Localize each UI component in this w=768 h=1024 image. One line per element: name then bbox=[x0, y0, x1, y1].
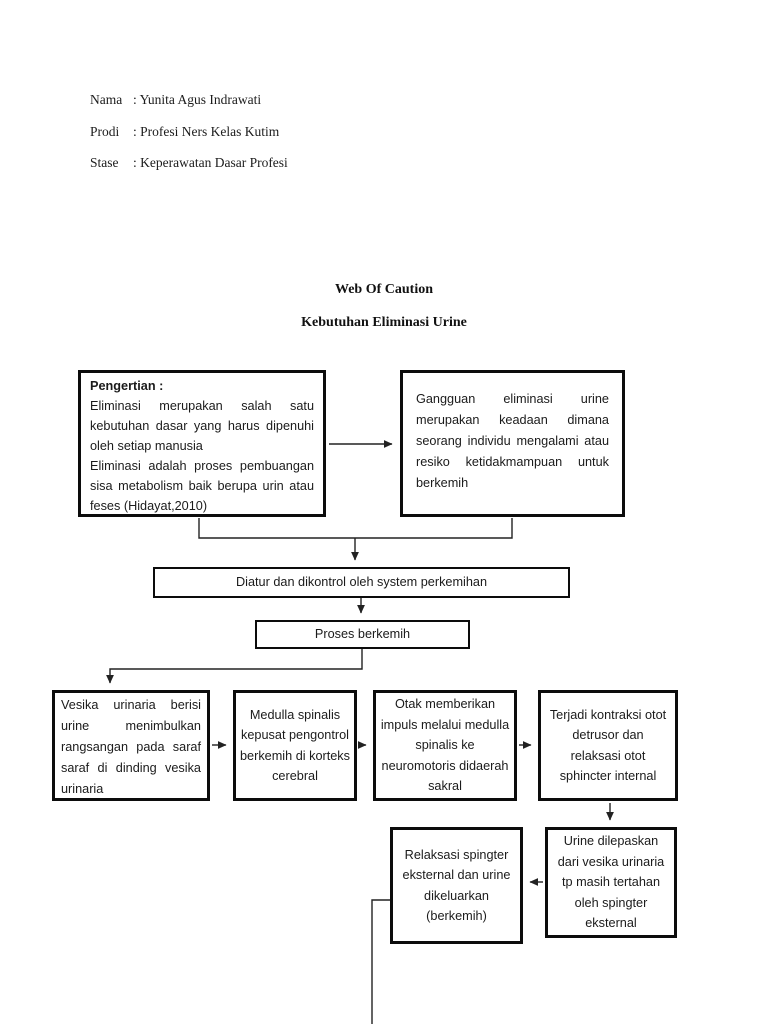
info-row-stase: Stase : Keperawatan Dasar Profesi bbox=[90, 155, 288, 171]
pengertian-body1: Eliminasi merupakan salah satu kebutuhan… bbox=[90, 399, 314, 453]
box-proses-berkemih: Proses berkemih bbox=[255, 620, 470, 649]
box-pengertian: Pengertian : Eliminasi merupakan salah s… bbox=[78, 370, 326, 517]
page-subtitle: Kebutuhan Eliminasi Urine bbox=[301, 315, 467, 330]
pengertian-heading: Pengertian : bbox=[90, 379, 164, 393]
page-title: Web Of Caution bbox=[334, 282, 433, 297]
info-value-stase: : Keperawatan Dasar Profesi bbox=[133, 155, 288, 170]
box-diatur-dikontrol: Diatur dan dikontrol oleh system perkemi… bbox=[153, 567, 570, 598]
box-relaksasi-spingter: Relaksasi spingter eksternal dan urine d… bbox=[390, 827, 523, 944]
relaksasi-text: Relaksasi spingter eksternal dan urine d… bbox=[402, 847, 511, 924]
info-row-prodi: Prodi : Profesi Ners Kelas Kutim bbox=[90, 124, 279, 140]
connector-relaksasi-to-next-page bbox=[371, 899, 391, 1024]
info-value-prodi: : Profesi Ners Kelas Kutim bbox=[133, 124, 280, 139]
info-label-stase: Stase bbox=[90, 155, 119, 170]
urine-tertahan-text: Urine dilepaskan dari vesika urinaria tp… bbox=[557, 834, 665, 931]
box-otak-impuls: Otak memberikan impuls melalui medulla s… bbox=[373, 690, 517, 801]
box-medulla-spinalis: Medulla spinalis kepusat pengontrol berk… bbox=[233, 690, 357, 801]
box-gangguan-eliminasi: Gangguan eliminasi urine merupakan keada… bbox=[400, 370, 625, 517]
diatur-text: Diatur dan dikontrol oleh system perkemi… bbox=[235, 575, 488, 590]
box-kontraksi-detrusor: Terjadi kontraksi otot detrusor dan rela… bbox=[538, 690, 678, 801]
box-urine-tertahan: Urine dilepaskan dari vesika urinaria tp… bbox=[545, 827, 677, 938]
kontraksi-text: Terjadi kontraksi otot detrusor dan rela… bbox=[549, 707, 667, 784]
info-value-nama: : Yunita Agus Indrawati bbox=[133, 92, 262, 107]
otak-text: Otak memberikan impuls melalui medulla s… bbox=[380, 697, 510, 794]
connector-merge-line bbox=[198, 518, 513, 539]
proses-text: Proses berkemih bbox=[314, 627, 411, 642]
gangguan-text: Gangguan eliminasi urine merupakan keada… bbox=[416, 392, 609, 490]
medulla-text: Medulla spinalis kepusat pengontrol berk… bbox=[240, 707, 350, 784]
pengertian-body2: Eliminasi adalah proses pembuangan sisa … bbox=[90, 459, 314, 513]
vesika-text: Vesika urinaria berisi urine menimbulkan… bbox=[61, 698, 201, 796]
info-label-prodi: Prodi bbox=[90, 124, 120, 139]
info-label-nama: Nama bbox=[90, 92, 123, 107]
connector-proses-to-vesika bbox=[106, 649, 363, 684]
box-vesika-urinaria: Vesika urinaria berisi urine menimbulkan… bbox=[52, 690, 210, 801]
info-row-nama: Nama : Yunita Agus Indrawati bbox=[90, 92, 261, 108]
